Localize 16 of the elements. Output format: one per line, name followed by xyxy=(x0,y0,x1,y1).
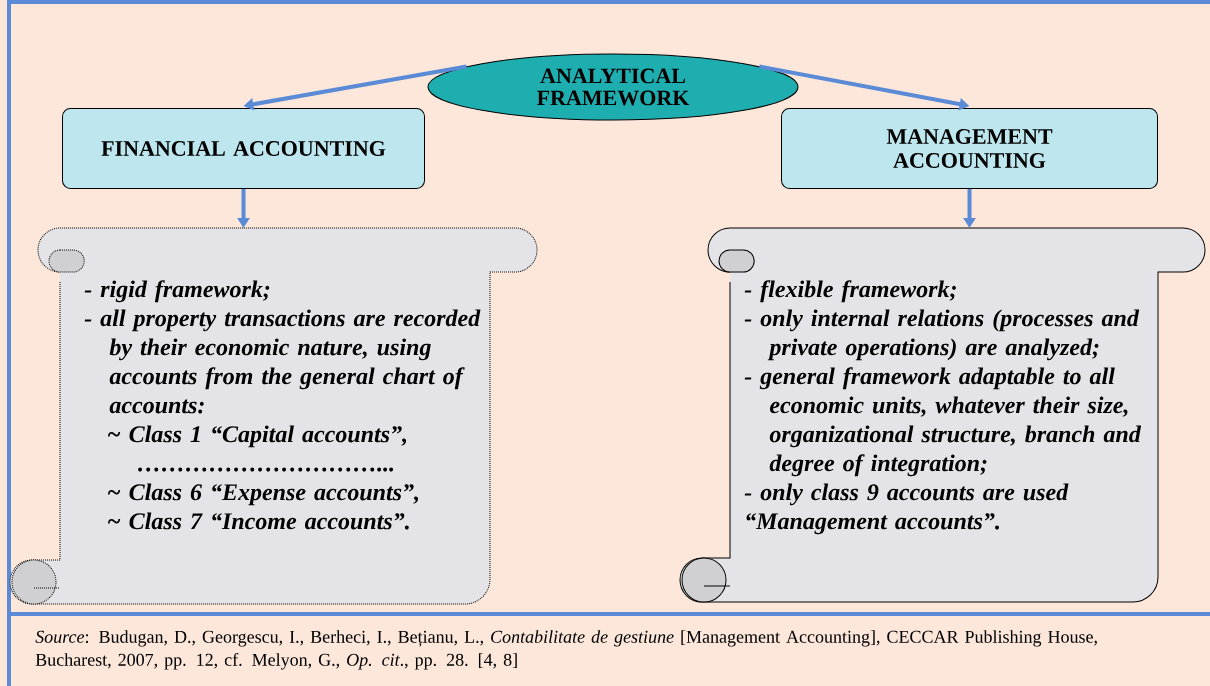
list-item: - general framework adaptable to all economic units, whatever their size, organizational structure, branch and degree of integration; xyxy=(744,367,1142,477)
list-item: ~ Class 6 “Expense accounts”, xyxy=(108,483,419,506)
source-note: Source: Budugan, D., Georgescu, I., Berheci, I., Bețianu, L., Contabilitate de gestiune [Management Accounting], CECCAR Publishing House, Bucharest, 2007, pp. 12, cf. Melyon, G., Op. cit., pp. 28. [4, 8] xyxy=(35,630,1097,670)
list-item: ~ Class 7 “Income accounts”. xyxy=(108,512,409,530)
list-item: - rigid framework; xyxy=(84,280,270,303)
text-box: FINANCIAL ACCOUNTING xyxy=(62,108,425,189)
list-item: …………………………... xyxy=(138,467,394,472)
ellipse-node: ANALYTICAL FRAMEWORK xyxy=(427,53,799,121)
list-item: - all property transactions are recorded by their economic nature, using accounts from the general chart of accounts: xyxy=(84,309,481,414)
scroll-shape xyxy=(679,227,1206,603)
list-item: - only class 9 accounts are used “Management accounts”. xyxy=(744,483,1069,535)
list-item: - only internal relations (processes and private operations) are analyzed; xyxy=(744,309,1140,361)
list-item: ~ Class 1 “Capital accounts”, xyxy=(108,425,407,448)
list-item: - flexible framework; xyxy=(744,280,956,303)
text-box: MANAGEMENT ACCOUNTING xyxy=(781,108,1158,189)
scroll-shape xyxy=(9,227,538,605)
